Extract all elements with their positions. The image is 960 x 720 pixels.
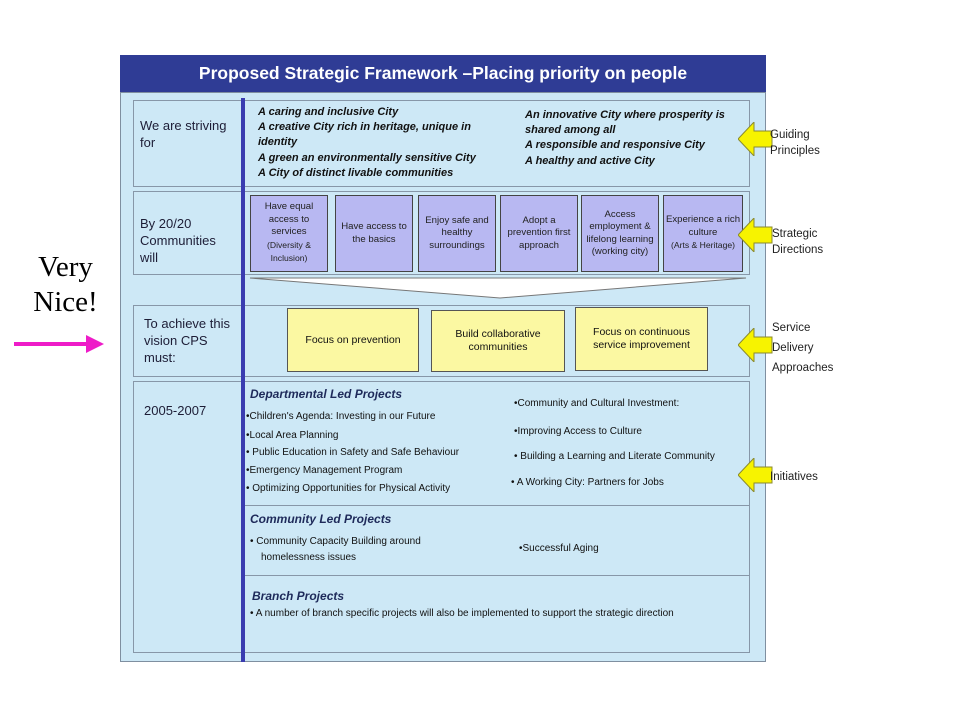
- approach-box: Focus on prevention: [287, 308, 419, 372]
- project-item: •Community and Cultural Investment:: [514, 398, 680, 409]
- side-label-guiding: Guiding Principles: [770, 129, 820, 157]
- timeline-line: [241, 98, 245, 662]
- projects-divider: [245, 505, 750, 506]
- project-item: • A number of branch specific projects w…: [250, 608, 674, 619]
- guiding-arrow-icon: [738, 122, 773, 156]
- projects-panel: [133, 381, 750, 653]
- direction-main: Experience a rich culture: [665, 214, 741, 238]
- strategic-arrow-icon: [738, 218, 773, 252]
- vision-label: To achieve this vision CPS must:: [144, 316, 230, 365]
- service-arrow-icon: [738, 328, 773, 362]
- direction-main: Enjoy safe and healthy surroundings: [425, 214, 489, 251]
- project-item: • Community Capacity Building around: [250, 536, 421, 547]
- striving-label: We are striving for: [140, 118, 227, 150]
- direction-box: Experience a rich culture (Arts & Heritag…: [663, 195, 743, 272]
- callout-line-1: Very: [38, 251, 93, 283]
- principle-item: A responsible and responsive City: [525, 139, 705, 152]
- departmental-heading: Departmental Led Projects: [250, 387, 403, 401]
- approach-box: Build collaborative communities: [431, 310, 565, 372]
- community-heading: Community Led Projects: [250, 512, 392, 526]
- project-item: •Children's Agenda: Investing in our Fut…: [246, 411, 436, 422]
- funnel-arrow-icon: [249, 277, 747, 299]
- direction-sub: (Diversity & Inclusion): [267, 239, 311, 264]
- direction-box: Access employment & lifelong learning(wo…: [581, 195, 659, 272]
- project-item: • Public Education in Safety and Safe Be…: [246, 447, 460, 458]
- project-item: •Emergency Management Program: [246, 465, 403, 476]
- projects-divider: [245, 575, 750, 576]
- direction-main: Adopt a prevention first approach: [507, 214, 571, 251]
- direction-main: Access employment & lifelong learning: [586, 208, 654, 245]
- approach-box: Focus on continuous service improvement: [575, 307, 708, 371]
- principle-item: A green an environmentally sensitive Cit…: [258, 151, 476, 164]
- direction-sub: (working city): [591, 246, 649, 257]
- projects-label: 2005-2007: [144, 403, 207, 418]
- striving-right-list: An innovative City where prosperity is s…: [525, 108, 730, 169]
- communities-label: By 20/20 Communities will: [140, 216, 216, 265]
- callout-text: Very Nice!: [18, 250, 113, 320]
- project-item: • Building a Learning and Literate Commu…: [514, 451, 715, 462]
- direction-box: Enjoy safe and healthy surroundings: [418, 195, 496, 272]
- project-item: •Improving Access to Culture: [514, 426, 642, 437]
- project-item: •Local Area Planning: [246, 430, 339, 441]
- framework-title: Proposed Strategic Framework –Placing pr…: [120, 55, 766, 92]
- principle-item: A healthy and active City: [525, 154, 655, 167]
- project-item: •Successful Aging: [519, 543, 599, 554]
- project-item: • Optimizing Opportunities for Physical …: [246, 483, 451, 494]
- side-label-initiatives: Initiatives: [770, 471, 818, 483]
- branch-heading: Branch Projects: [252, 589, 345, 603]
- principle-item: A City of distinct livable communities: [258, 166, 454, 179]
- direction-box: Adopt a prevention first approach: [500, 195, 578, 272]
- direction-sub: (Arts & Heritage): [671, 240, 735, 251]
- direction-box: Have access to the basics: [335, 195, 413, 272]
- direction-main: Have access to the basics: [341, 221, 407, 245]
- project-item: homelessness issues: [261, 552, 357, 563]
- principle-item: An innovative City where prosperity is s…: [525, 109, 725, 137]
- direction-box: Have equal access to services(Diversity …: [250, 195, 328, 272]
- side-label-strategic: Strategic Directions: [772, 228, 824, 256]
- project-item: • A Working City: Partners for Jobs: [511, 477, 664, 488]
- principle-item: A caring and inclusive City: [258, 106, 399, 118]
- striving-panel: [133, 100, 750, 187]
- principle-item: A creative City rich in heritage, unique…: [258, 121, 471, 149]
- callout-arrow-icon: [14, 335, 104, 353]
- initiatives-arrow-icon: [738, 458, 773, 492]
- callout-line-2: Nice!: [33, 286, 98, 318]
- striving-left-list: A caring and inclusive City A creative C…: [258, 105, 508, 181]
- side-label-service: Service Delivery Approaches: [772, 322, 834, 374]
- direction-main: Have equal access to services: [264, 201, 314, 238]
